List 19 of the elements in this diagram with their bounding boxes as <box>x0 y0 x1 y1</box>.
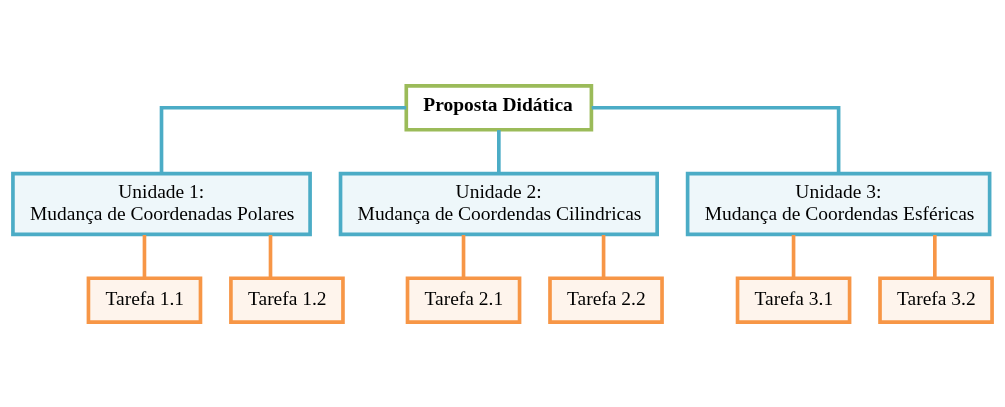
connector <box>601 234 606 278</box>
node-box: Unidade 3: Mudança de Coordendas Esféricas <box>685 171 992 236</box>
connector <box>933 234 937 278</box>
connector <box>791 234 796 278</box>
node-box: Unidade 1: Mudança de Coordenadas Polares <box>11 171 312 236</box>
node-box: Unidade 2: Mudança de Coordendas Cilindricas <box>338 171 659 236</box>
connector <box>268 234 273 278</box>
connector <box>159 105 407 173</box>
node-box: Tarefa 2.2 <box>548 275 664 324</box>
connector <box>591 105 841 173</box>
connector <box>461 234 466 278</box>
node-box: Tarefa 2.1 <box>405 275 522 324</box>
node-box: Tarefa 1.2 <box>229 275 345 324</box>
node-box: Proposta Didática <box>404 83 594 132</box>
connector <box>142 234 147 278</box>
node-box: Tarefa 1.1 <box>86 275 203 324</box>
node-box: Tarefa 3.2 <box>878 275 994 324</box>
node-box: Tarefa 3.1 <box>735 275 852 324</box>
connector <box>497 129 501 173</box>
